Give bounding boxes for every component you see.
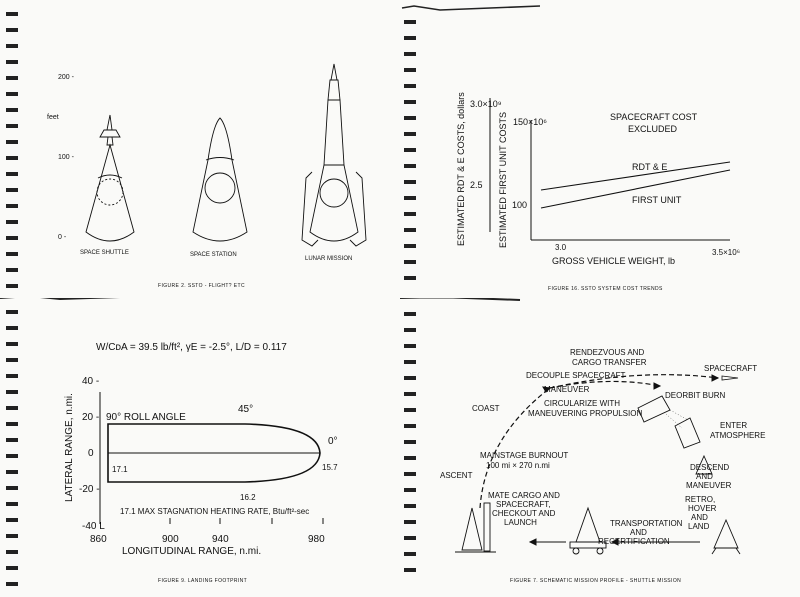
vehicle-comparison-figure: 200 - feet 100 - 0 - SPACE SHUTTLE SPACE… [6,12,367,289]
space-station-drawing [192,117,248,242]
circularize-line-1: CIRCULARIZE WITH [544,399,620,408]
label-lunar-mission: LUNAR MISSION [305,256,352,262]
retro-line-1: RETRO, [685,495,715,504]
landing-footprint-chart: W/CᴅA = 39.5 lb/ft², γE = -2.5°, L/D = 0… [0,298,338,586]
decouple-label: DECOUPLE SPACECRAFT [526,371,626,380]
x-axis-label: LONGITUDINAL RANGE, n.mi. [122,546,261,557]
formula-line: W/CᴅA = 39.5 lb/ft², γE = -2.5°, L/D = 0… [96,342,287,353]
y-tick-minus-40: -40 L [82,521,105,532]
y-axis-label-rdte: ESTIMATED RDT & E COSTS, dollars [456,92,466,246]
cost-trends-chart: ESTIMATED RDT & E COSTS, dollars ESTIMAT… [401,5,740,292]
y-axis-label: LATERAL RANGE, n.mi. [64,393,75,502]
label-space-station: SPACE STATION [190,252,237,258]
value-17-1: 17.1 [112,465,128,474]
outer-tick-top: 3.0×10⁹ [470,99,502,109]
mate-line-3: CHECKOUT AND [492,509,556,518]
landed-capsule [711,518,741,555]
trajectory-arrows [542,374,720,393]
page-edge-mark [401,5,541,11]
descend-line-3: MANEUVER [686,481,732,490]
series-line-first-unit [540,169,731,209]
ascent-label: ASCENT [440,471,473,480]
y-tick-200: 200 - [58,74,75,81]
page-edge-mark [400,298,521,301]
page-edge-mark [0,298,121,301]
angle-45-label: 45° [238,404,253,415]
retro-line-2: HOVER [688,504,717,513]
retro-line-4: LAND [688,522,710,531]
maneuver-label: MANEUVER [544,385,590,394]
page-figure-2: 200 - feet 100 - 0 - SPACE SHUTTLE SPACE… [0,0,400,298]
page-figure-9: W/CᴅA = 39.5 lb/ft², γE = -2.5°, L/D = 0… [0,298,400,597]
circularize-line-2: MANEUVERING PROPULSION [528,409,642,418]
y-tick-0: 0 [88,448,94,459]
x-tick-right: 3.5×10⁶ [712,248,740,257]
heating-note: 17.1 MAX STAGNATION HEATING RATE, Btu/ft… [120,507,309,516]
x-tick-left: 3.0 [555,243,567,252]
transport-line-2: AND [630,528,647,537]
binder-holes-left [6,310,18,586]
caption-figure-7: FIGURE 7. SCHEMATIC MISSION PROFILE - SH… [510,578,681,584]
x-ticks [169,518,324,524]
burnout-line-2: 100 mi × 270 n.mi [486,461,550,470]
y-tick-minus-20: -20 - [79,484,100,495]
x-tick-940: 940 [212,534,229,545]
x-axis-label: GROSS VEHICLE WEIGHT, lb [552,256,675,266]
enter-line-2: ATMOSPHERE [710,431,765,440]
descend-line-2: AND [696,472,713,481]
binder-holes-left [6,12,18,288]
y-tick-0: 0 - [58,234,67,241]
note-line-2: EXCLUDED [628,124,678,134]
space-shuttle-drawing [85,114,135,242]
caption-figure-9: FIGURE 9. LANDING FOOTPRINT [158,578,247,584]
series-label-rdte: RDT & E [632,162,667,172]
binder-holes-right [404,20,416,280]
value-15-7: 15.7 [322,463,338,472]
rendezvous-line-2: CARGO TRANSFER [572,358,647,367]
mate-line-2: SPACECRAFT, [496,500,551,509]
outer-tick-mid: 2.5 [470,180,483,190]
transport-line-1: TRANSPORTATION [610,519,683,528]
binder-holes-right [404,312,416,572]
transport-vehicle [569,506,607,555]
deorbit-label: DEORBIT BURN [665,391,726,400]
y-tick-20: 20 - [82,412,99,423]
enter-line-1: ENTER [720,421,747,430]
mate-line-1: MATE CARGO AND [488,491,560,500]
lunar-mission-drawing [301,63,367,247]
series-label-first-unit: FIRST UNIT [632,195,682,205]
mate-line-4: LAUNCH [504,518,537,527]
caption-figure-16: FIGURE 16. SSTO SYSTEM COST TRENDS [548,286,663,292]
y-tick-100: 100 - [58,154,75,161]
launch-pad-vehicle [455,502,496,553]
burnout-line-1: MAINSTAGE BURNOUT [480,451,568,460]
angle-0-label: 0° [328,436,338,447]
mission-profile-diagram: RENDEZVOUS AND CARGO TRANSFER DECOUPLE S… [400,298,765,584]
y-axis-label-first-unit: ESTIMATED FIRST UNIT COSTS [498,112,508,248]
exhaust-marks [665,409,689,429]
trajectory-path [479,374,719,509]
retro-line-3: AND [691,513,708,522]
label-space-shuttle: SPACE SHUTTLE [80,250,129,256]
value-16-2: 16.2 [240,493,256,502]
spacecraft-label: SPACECRAFT [704,364,757,373]
roll-angle-label: 90° ROLL ANGLE [106,412,186,423]
inner-tick-mid: 100 [512,200,527,210]
y-unit-label: feet [47,114,59,121]
note-line-1: SPACECRAFT COST [610,112,698,122]
descend-line-1: DESCEND [690,463,729,472]
rendezvous-line-1: RENDEZVOUS AND [570,348,644,357]
x-tick-900: 900 [162,534,179,545]
page-figure-7: RENDEZVOUS AND CARGO TRANSFER DECOUPLE S… [400,298,800,597]
x-tick-860: 860 [90,534,107,545]
x-tick-980: 980 [308,534,325,545]
inner-tick-top: 150×10⁶ [513,117,547,127]
series-line-rdte [540,161,731,191]
caption-figure-2: FIGURE 2. SSTO - FLIGHT? ETC [158,283,245,289]
page-figure-16: ESTIMATED RDT & E COSTS, dollars ESTIMAT… [400,0,800,298]
spacecraft-icon [721,375,739,381]
ground-arrows [528,538,700,546]
y-tick-40: 40 - [82,376,99,387]
coast-label: COAST [472,404,500,413]
